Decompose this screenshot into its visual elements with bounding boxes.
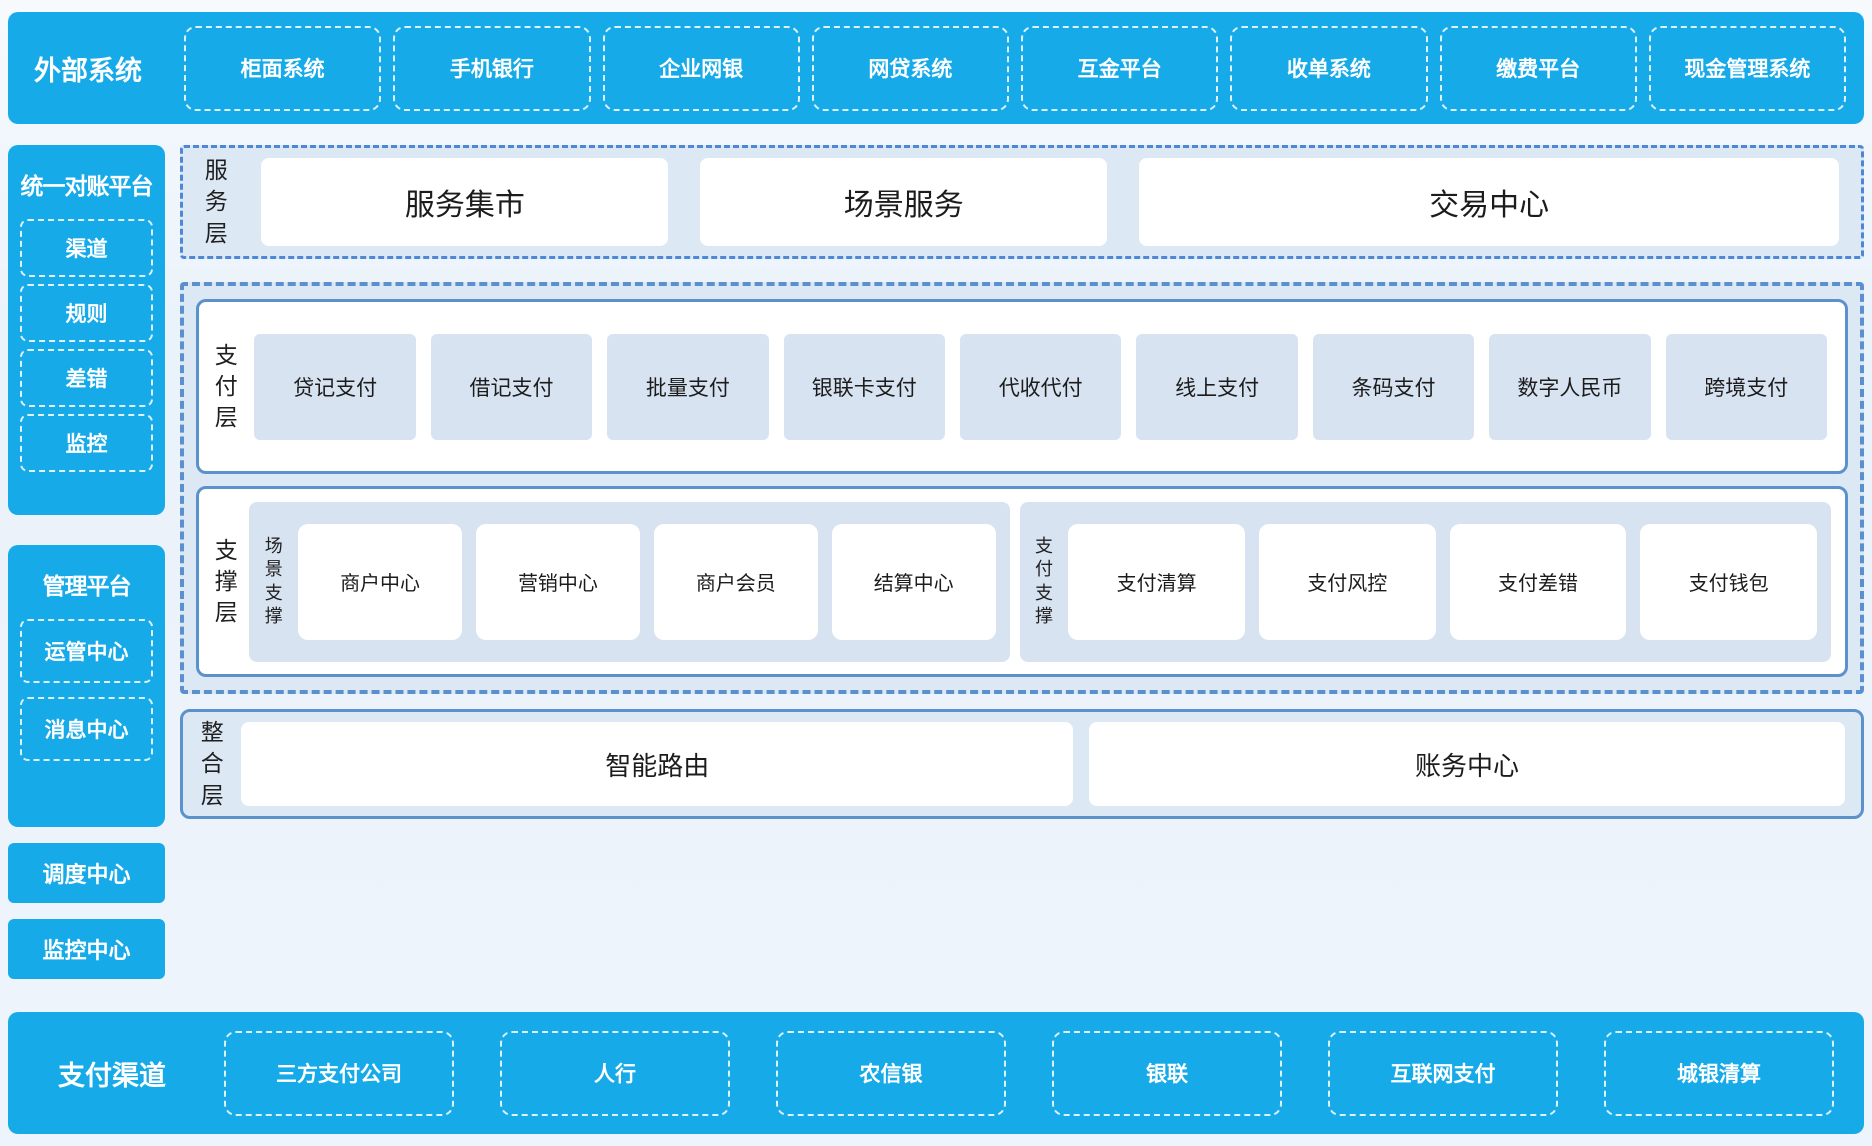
service-layer: 服务层 服务集市 场景服务 交易中心 [180, 145, 1864, 259]
management-platform-title: 管理平台 [42, 573, 132, 599]
payment-channels-items: 三方支付公司 人行 农信银 银联 互联网支付 城银清算 [224, 1012, 1842, 1134]
reconciliation-item: 渠道 [20, 219, 153, 277]
payment-box: 银联卡支付 [783, 333, 945, 440]
left-sidebar: 统一对账平台 渠道 规则 差错 监控 管理平台 运管中心 消息中心 调度中心 监… [8, 145, 165, 995]
scene-support-box: 商户会员 [653, 523, 818, 640]
scene-support-box: 营销中心 [476, 523, 640, 640]
payment-channels-title: 支付渠道 [58, 1060, 166, 1091]
payment-box: 贷记支付 [254, 333, 416, 440]
support-layer: 支撑层 场景支撑 商户中心 营销中心 商户会员 结算中心 支付支撑 支付清算 支… [196, 486, 1848, 677]
management-item: 消息中心 [20, 697, 153, 761]
external-system-box: 柜面系统 [184, 25, 382, 111]
reconciliation-platform-panel: 统一对账平台 渠道 规则 差错 监控 [8, 145, 165, 515]
payment-channel-box: 人行 [500, 1030, 730, 1116]
management-item: 运管中心 [20, 619, 153, 683]
payment-support-label: 支付支撑 [1034, 535, 1053, 627]
reconciliation-item: 差错 [20, 349, 153, 407]
service-box: 服务集市 [261, 158, 669, 246]
payment-channel-box: 城银清算 [1604, 1030, 1834, 1116]
payment-channel-box: 三方支付公司 [224, 1030, 454, 1116]
reconciliation-item: 监控 [20, 414, 153, 472]
external-system-box: 现金管理系统 [1648, 25, 1846, 111]
support-layer-label: 支撑层 [214, 537, 238, 626]
scene-support-box: 结算中心 [831, 523, 996, 640]
payment-support-box: 支付差错 [1449, 523, 1627, 640]
external-system-box: 缴费平台 [1439, 25, 1637, 111]
external-systems-title: 外部系统 [34, 55, 142, 86]
payment-box: 代收代付 [960, 333, 1122, 440]
external-system-box: 企业网银 [602, 25, 800, 111]
external-system-box: 收单系统 [1230, 25, 1428, 111]
payment-box: 数字人民币 [1489, 333, 1651, 440]
reconciliation-item: 规则 [20, 284, 153, 342]
scene-support-panel: 场景支撑 商户中心 营销中心 商户会员 结算中心 [249, 501, 1010, 662]
integration-layer-label: 整合层 [200, 719, 224, 808]
payment-channels-bar: 支付渠道 三方支付公司 人行 农信银 银联 互联网支付 城银清算 [8, 1012, 1864, 1134]
payment-channel-box: 农信银 [776, 1030, 1006, 1116]
integration-box: 账务中心 [1089, 722, 1845, 806]
payment-channel-box: 互联网支付 [1328, 1030, 1558, 1116]
external-system-box: 网贷系统 [811, 25, 1009, 111]
payment-layer-label: 支付层 [214, 342, 238, 431]
service-box: 交易中心 [1139, 158, 1839, 246]
payment-channel-box: 银联 [1052, 1030, 1282, 1116]
payment-support-box: 支付风控 [1258, 523, 1436, 640]
payment-support-box: 支付清算 [1068, 523, 1245, 640]
service-box: 场景服务 [700, 158, 1108, 246]
integration-layer: 整合层 智能路由 账务中心 [180, 709, 1864, 819]
monitor-center-box: 监控中心 [8, 919, 165, 979]
external-systems-items: 柜面系统 手机银行 企业网银 网贷系统 互金平台 收单系统 缴费平台 现金管理系… [184, 12, 1846, 124]
dispatch-center-box: 调度中心 [8, 843, 165, 903]
scene-support-box: 商户中心 [298, 523, 462, 640]
integration-box: 智能路由 [241, 722, 1074, 806]
core-layers-container: 支付层 贷记支付 借记支付 批量支付 银联卡支付 代收代付 线上支付 条码支付 … [180, 282, 1864, 694]
external-systems-bar: 外部系统 柜面系统 手机银行 企业网银 网贷系统 互金平台 收单系统 缴费平台 … [8, 12, 1864, 124]
main-layers: 服务层 服务集市 场景服务 交易中心 支付层 贷记支付 借记支付 批量支付 银联… [180, 145, 1864, 819]
reconciliation-platform-title: 统一对账平台 [20, 173, 154, 199]
management-platform-panel: 管理平台 运管中心 消息中心 [8, 545, 165, 827]
service-layer-label: 服务层 [204, 157, 228, 246]
external-system-box: 手机银行 [393, 25, 591, 111]
payment-support-box: 支付钱包 [1640, 523, 1818, 640]
external-system-box: 互金平台 [1021, 25, 1219, 111]
scene-support-label: 场景支撑 [264, 535, 283, 627]
payment-layer: 支付层 贷记支付 借记支付 批量支付 银联卡支付 代收代付 线上支付 条码支付 … [196, 299, 1848, 475]
payment-box: 跨境支付 [1665, 333, 1827, 440]
payment-box: 线上支付 [1136, 333, 1298, 440]
payment-support-panel: 支付支撑 支付清算 支付风控 支付差错 支付钱包 [1019, 501, 1831, 662]
payment-box: 条码支付 [1312, 333, 1475, 440]
payment-box: 借记支付 [430, 333, 593, 440]
middle-zone: 统一对账平台 渠道 规则 差错 监控 管理平台 运管中心 消息中心 调度中心 监… [8, 145, 1864, 980]
payment-box: 批量支付 [607, 333, 769, 440]
